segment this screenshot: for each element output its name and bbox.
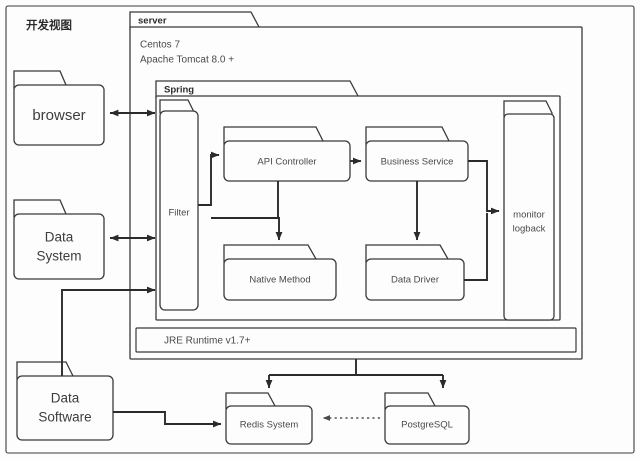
data-system-label-line2: System: [36, 249, 81, 264]
monitor-logback-node[interactable]: [503, 113, 555, 321]
data-system-label-line1: Data: [45, 230, 74, 245]
browser-label: browser: [32, 107, 85, 124]
redis-system-node[interactable]: [225, 405, 313, 445]
server-header-label: server: [138, 16, 167, 27]
redis-label: Redis System: [240, 420, 299, 431]
monitor-label-line2: logback: [513, 224, 546, 235]
native-method-label: Native Method: [249, 275, 310, 286]
spring-package: [155, 95, 561, 321]
edge-apicontroller-nativemethod: [275, 181, 283, 241]
filter-label: Filter: [168, 208, 189, 219]
api-controller-label: API Controller: [257, 157, 316, 168]
postgresql-node[interactable]: [384, 405, 470, 445]
data-driver-label: Data Driver: [391, 275, 439, 286]
jre-runtime-bar: [135, 327, 577, 353]
server-os-label: Centos 7: [140, 40, 180, 51]
edge-datadriver-monitor: [464, 213, 488, 281]
data-software-label-line1: Data: [51, 391, 80, 406]
edge-datasoftware-redis: [113, 411, 222, 428]
business-service-label: Business Service: [381, 157, 454, 168]
page-title: 开发视图: [26, 18, 72, 32]
filter-node[interactable]: [159, 110, 199, 311]
monitor-label-line1: monitor: [513, 210, 545, 221]
data-software-label-line2: Software: [38, 410, 91, 425]
edge-businessservice-monitor: [468, 160, 500, 215]
data-system-node[interactable]: [13, 213, 105, 280]
postgres-label: PostgreSQL: [401, 420, 453, 431]
edge-datasoftware-filter: [61, 286, 156, 376]
edge-filter-apicontroller: [198, 151, 220, 206]
native-method-node[interactable]: [223, 258, 337, 301]
browser-node[interactable]: [13, 84, 105, 146]
server-tomcat-label: Apache Tomcat 8.0 +: [140, 55, 234, 66]
spring-header-label: Spring: [164, 85, 194, 96]
jre-runtime-label: JRE Runtime v1.7+: [164, 336, 251, 347]
data-software-node[interactable]: [16, 375, 114, 441]
